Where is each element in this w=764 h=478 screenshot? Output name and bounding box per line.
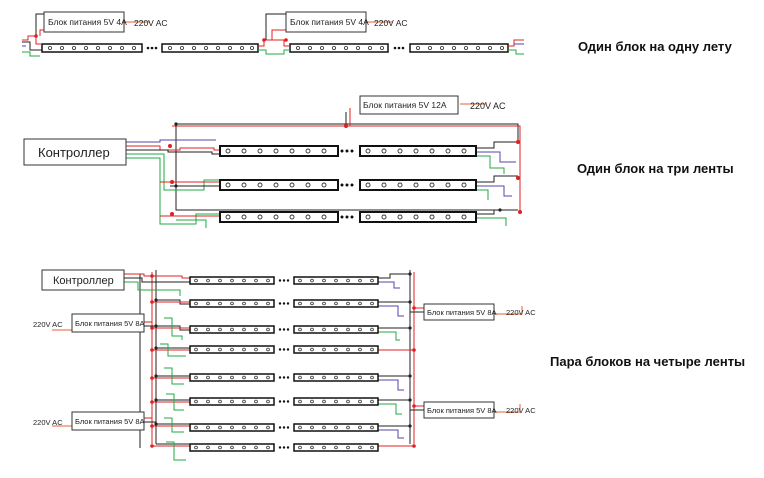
strip-ellipsis [278,426,290,429]
strip-ellipsis [278,302,290,305]
ac-input-label: 220V AC [470,101,506,111]
led-strip-segment [293,299,379,308]
led-strip-segment [359,145,477,157]
power-supply-box: Блок питания 5V 8A [71,411,145,431]
led-strip-segment [293,345,379,354]
ac-input-label: 220V AC [506,406,536,415]
strip-ellipsis [278,328,290,331]
strip-ellipsis [278,376,290,379]
led-strip-segment [161,43,259,53]
strip-ellipsis [278,400,290,403]
led-strip-segment [189,325,275,334]
strip-ellipsis [340,149,354,153]
ac-input-label: 220V AC [134,18,168,28]
led-strip-segment [189,299,275,308]
ac-input-label: 220V AC [374,18,408,28]
led-strip-segment [189,397,275,406]
controller-box: Контроллер [41,269,125,291]
psu-label: Блок питания 5V 8A [427,406,497,415]
ac-input-label: 220V AC [33,320,63,329]
ac-input-label: 220V AC [33,418,63,427]
led-strip-segment [219,179,339,191]
psu-label: Блок питания 5V 12A [363,100,447,110]
led-strip-segment [293,397,379,406]
power-supply-box: Блок питания 5V 8A [71,313,145,333]
psu-label: Блок питания 5V 4A [290,17,369,27]
led-strip-segment [189,276,275,285]
strip-ellipsis [278,446,290,449]
ac-input-label: 220V AC [506,308,536,317]
strip-ellipsis [146,46,158,50]
strip-ellipsis [278,348,290,351]
psu-label: Блок питания 5V 8A [427,308,497,317]
led-strip-segment [293,373,379,382]
led-strip-segment [219,145,339,157]
led-strip-segment [219,211,339,223]
power-supply-box: Блок питания 5V 8A [423,303,497,321]
controller-label: Контроллер [38,145,110,160]
led-strip-segment [293,423,379,432]
diagram-four-strips: Контроллер Блок питания 5V 8A 220V AC Бл… [33,269,536,461]
caption-three-strips: Один блок на три ленты [577,161,734,176]
diagram-three-strips: Контроллер Блок питания 5V 12A 220V AC [23,95,522,228]
controller-label: Контроллер [53,275,114,287]
psu-label: Блок питания 5V 8A [75,417,145,426]
led-strip-segment [41,43,143,53]
controller-box: Контроллер [23,138,127,166]
led-strip-segment [289,43,389,53]
led-strip-segment [189,423,275,432]
power-supply-box: Блок питания 5V 8A [423,401,497,419]
led-strip-segment [359,179,477,191]
strip-ellipsis [340,215,354,219]
power-supply-box: Блок питания 5V 4A [285,11,369,33]
caption-four-strips: Пара блоков на четыре ленты [550,354,746,369]
diagram-single-strip: Блок питания 5V 4A 220V AC Блок питания … [22,11,524,57]
led-strip-segment [293,276,379,285]
strip-ellipsis [278,279,290,282]
power-supply-box: Блок питания 5V 12A [359,95,459,115]
power-supply-box: Блок питания 5V 4A [43,11,127,33]
led-strip-segment [359,211,477,223]
strip-ellipsis [393,46,405,50]
led-strip-segment [189,443,275,452]
led-strip-segment [293,443,379,452]
led-strip-segment [409,43,509,53]
psu-label: Блок питания 5V 8A [75,319,145,328]
strip-ellipsis [340,183,354,187]
led-strip-segment [189,373,275,382]
caption-single-strip: Один блок на одну лету [578,39,732,54]
led-strip-segment [293,325,379,334]
led-strip-segment [189,345,275,354]
psu-label: Блок питания 5V 4A [48,17,127,27]
